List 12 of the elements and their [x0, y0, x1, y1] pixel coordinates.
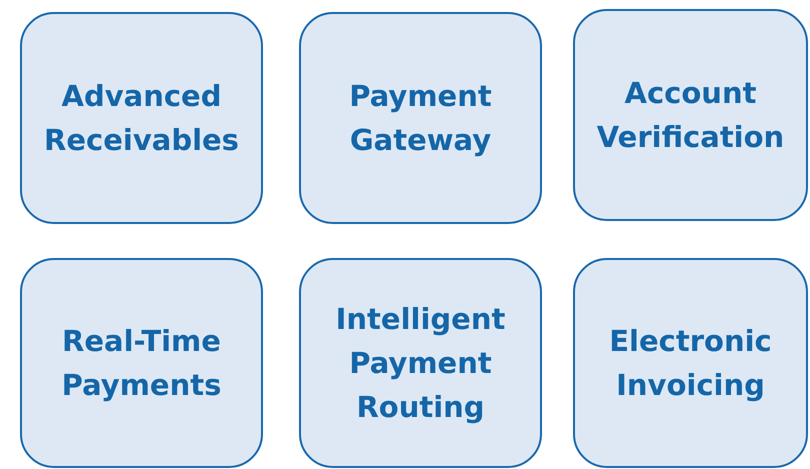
service-box — [20, 12, 263, 224]
service-box — [299, 258, 542, 468]
box-label: Real-Time Payments — [60, 323, 222, 404]
service-box — [573, 9, 808, 221]
box-label: Account Verification — [596, 75, 786, 156]
service-box — [20, 258, 263, 468]
service-box — [299, 12, 542, 224]
box-label: Intelligent Payment Routing — [334, 301, 506, 426]
box-label: Electronic Invoicing — [608, 323, 773, 404]
box-label: Payment Gateway — [348, 78, 493, 159]
service-box — [573, 258, 808, 468]
box-label: Advanced Receivables — [43, 78, 240, 159]
